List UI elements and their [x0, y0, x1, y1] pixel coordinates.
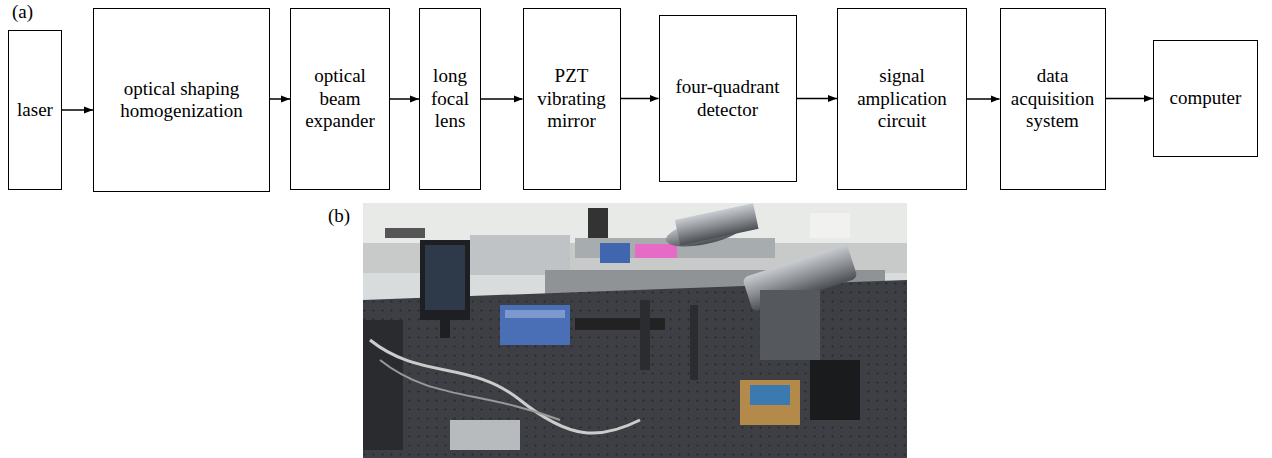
process-box: long focal lens — [419, 8, 481, 190]
flow-arrow — [62, 109, 93, 111]
process-box: optical shaping homogenization — [93, 8, 270, 192]
photo-scene — [363, 203, 907, 458]
process-box: laser — [8, 30, 62, 190]
box-label: PZT vibrating mirror — [528, 65, 616, 132]
process-box: PZT vibrating mirror — [523, 8, 621, 190]
process-box: optical beam expander — [290, 8, 390, 190]
box-label: optical shaping homogenization — [107, 78, 257, 123]
box-label: signal amplication circuit — [842, 65, 962, 132]
box-label: long focal lens — [424, 65, 476, 132]
box-label: optical beam expander — [295, 65, 385, 132]
process-box: data acquisition system — [1000, 8, 1106, 190]
process-box: computer — [1153, 40, 1258, 157]
flow-arrow — [481, 98, 523, 100]
flow-arrow — [1106, 98, 1154, 100]
box-label: data acquisition system — [1005, 65, 1101, 132]
box-label: laser — [17, 99, 53, 121]
flow-arrow — [390, 98, 419, 100]
panel-label: (b) — [328, 206, 350, 227]
flow-arrow — [621, 98, 659, 100]
flow-arrow — [797, 98, 838, 100]
process-box: signal amplication circuit — [837, 8, 967, 190]
process-box: four-quadrant detector — [659, 15, 797, 182]
flow-arrow — [967, 98, 1000, 100]
box-label: computer — [1170, 87, 1242, 109]
box-label: four-quadrant detector — [664, 76, 792, 121]
panel-label: (a) — [12, 2, 33, 23]
flow-arrow — [270, 98, 290, 100]
